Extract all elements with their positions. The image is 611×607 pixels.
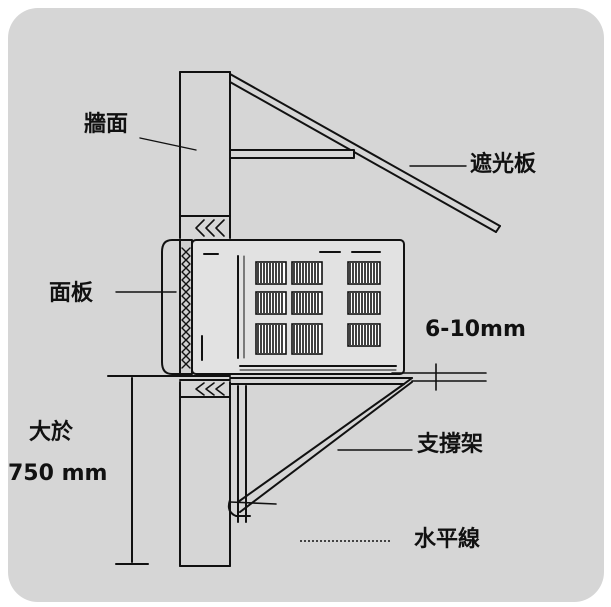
support-bracket <box>227 377 413 523</box>
height-value-label: 750 mm <box>8 461 107 486</box>
wall-label: 牆面 <box>84 112 128 137</box>
horizontal-line-label: 水平線 <box>414 526 480 552</box>
clearance-marker <box>391 363 487 391</box>
panel-label: 面板 <box>49 281 94 306</box>
bracket-label: 支撐架 <box>417 431 483 457</box>
height-dimension <box>107 375 231 565</box>
vent-grilles <box>255 261 381 355</box>
seal-chevrons <box>195 219 225 396</box>
gap-label: 6-10mm <box>425 317 526 342</box>
front-panel <box>161 239 193 375</box>
sunshade <box>229 73 501 233</box>
sunshade-label: 遮光板 <box>470 151 537 177</box>
wall-leader-line <box>139 137 197 151</box>
height-prefix-label: 大於 <box>29 419 74 445</box>
